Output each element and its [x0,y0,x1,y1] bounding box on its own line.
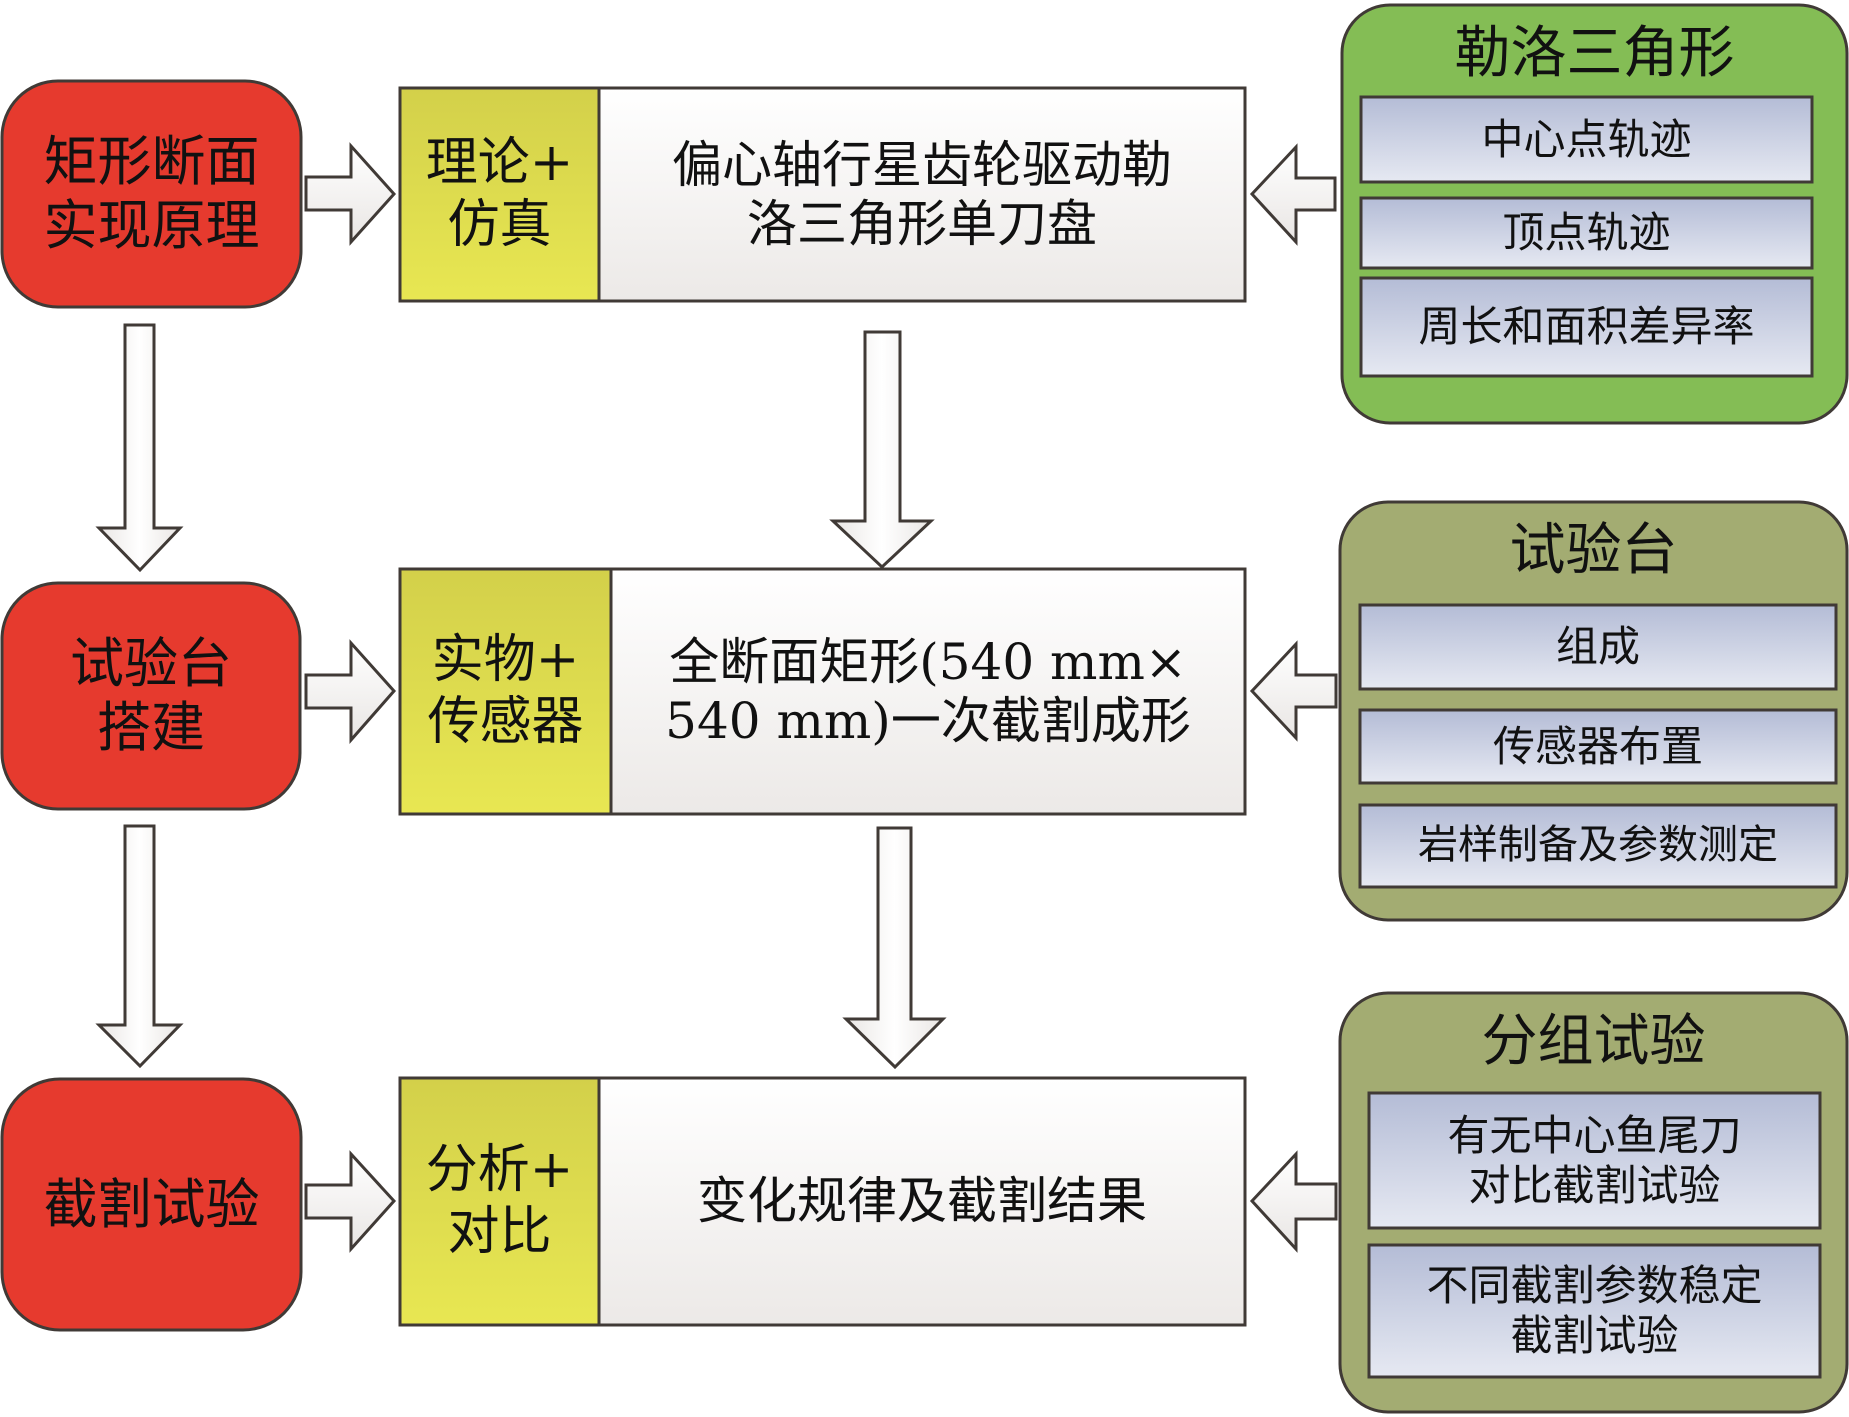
process-label-2-line-1: 试验台 [70,632,232,696]
left-arrow-3 [1249,1150,1338,1253]
panel-3-item-1 [1367,1091,1822,1230]
panel-3-item-2-line-1: 不同截割参数稳定 [1426,1261,1763,1311]
tag-label-1-line-1: 理论+ [425,133,574,194]
tag-label-1: 理论+ 仿真 [400,88,599,301]
process-label-1-line-1: 矩形断面 [43,130,260,194]
tag-box-2 [398,567,613,816]
tag-label-2: 实物+ 传感器 [400,569,611,814]
process-label-2-line-2: 搭建 [97,696,205,759]
panel-title-3: 分组试验 [1481,1008,1706,1074]
panel-1-item-3 [1359,276,1814,378]
process-label-1-line-2: 实现原理 [43,194,260,257]
right-arrow-1 [304,142,397,246]
tag-label-3-line-1: 分析+ [425,1140,574,1201]
content-box-2 [609,567,1247,816]
process-box-3 [0,1077,303,1332]
panel-3-item-2-label: 不同截割参数稳定 截割试验 [1369,1245,1820,1377]
content-label-1-line-1: 偏心轴行星齿轮驱动勒 [672,135,1172,194]
down-arrow-left-1 [95,323,184,573]
tag-box-3 [398,1076,601,1327]
content-label-3: 变化规律及截割结果 [599,1078,1245,1325]
tag-box-1 [398,86,601,303]
panel-2-item-1 [1358,603,1838,691]
content-label-1-line-2: 洛三角形单刀盘 [747,194,1097,253]
panel-2-item-3 [1358,803,1838,889]
right-arrow-2 [304,639,397,744]
panel-title-1: 勒洛三角形 [1454,20,1735,86]
down-arrow-mid-1 [829,330,935,570]
panel-3-item-1-label: 有无中心鱼尾刀 对比截割试验 [1369,1093,1820,1228]
content-label-2-line-2: 540 mm)一次截割成形 [665,691,1191,750]
panel-1-item-3-label: 周长和面积差异率 [1418,302,1755,352]
panel-3-item-1-line-1: 有无中心鱼尾刀 [1447,1110,1742,1160]
panel-3-item-2 [1367,1243,1822,1379]
process-box-2 [0,581,302,811]
panel-2-item-2 [1358,708,1838,785]
tag-label-2-line-2: 传感器 [427,691,584,752]
content-label-2-line-1: 全断面矩形(540 mm× [669,632,1187,691]
process-label-3-line-1: 截割试验 [43,1172,260,1236]
panel-1-item-2-label: 顶点轨迹 [1502,208,1671,258]
content-label-1: 偏心轴行星齿轮驱动勒 洛三角形单刀盘 [599,88,1245,301]
panel-2-item-2-label: 传感器布置 [1492,721,1703,771]
right-arrow-3 [304,1150,397,1253]
panel-1-item-2 [1359,196,1814,270]
tag-label-2-line-1: 实物+ [431,630,580,691]
panel-2-item-3-label: 岩样制备及参数测定 [1418,822,1778,869]
panel-1-item-1-label: 中心点轨迹 [1481,114,1692,164]
panel-title-2: 试验台 [1509,517,1678,583]
tag-label-1-line-2: 仿真 [447,194,552,255]
left-arrow-2 [1249,640,1338,742]
tag-label-3: 分析+ 对比 [400,1078,599,1325]
content-label-2: 全断面矩形(540 mm× 540 mm)一次截割成形 [611,569,1245,814]
process-label-1: 矩形断面 实现原理 [2,81,301,307]
down-arrow-left-2 [95,824,184,1069]
tag-label-3-line-2: 对比 [447,1201,552,1262]
process-label-3: 截割试验 [2,1079,301,1330]
down-arrow-mid-2 [842,826,947,1070]
panel-1-item-1 [1359,95,1814,184]
left-arrow-1 [1249,143,1337,246]
content-box-3 [597,1076,1247,1327]
process-label-2: 试验台 搭建 [2,583,300,809]
panel-3-item-1-line-2: 对比截割试验 [1468,1160,1721,1210]
content-label-3-line-1: 变化规律及截割结果 [697,1172,1147,1230]
content-box-1 [597,86,1247,303]
panel-3-item-2-line-2: 截割试验 [1510,1311,1679,1360]
panel-2-item-1-label: 组成 [1555,622,1640,672]
process-box-1 [0,79,303,309]
